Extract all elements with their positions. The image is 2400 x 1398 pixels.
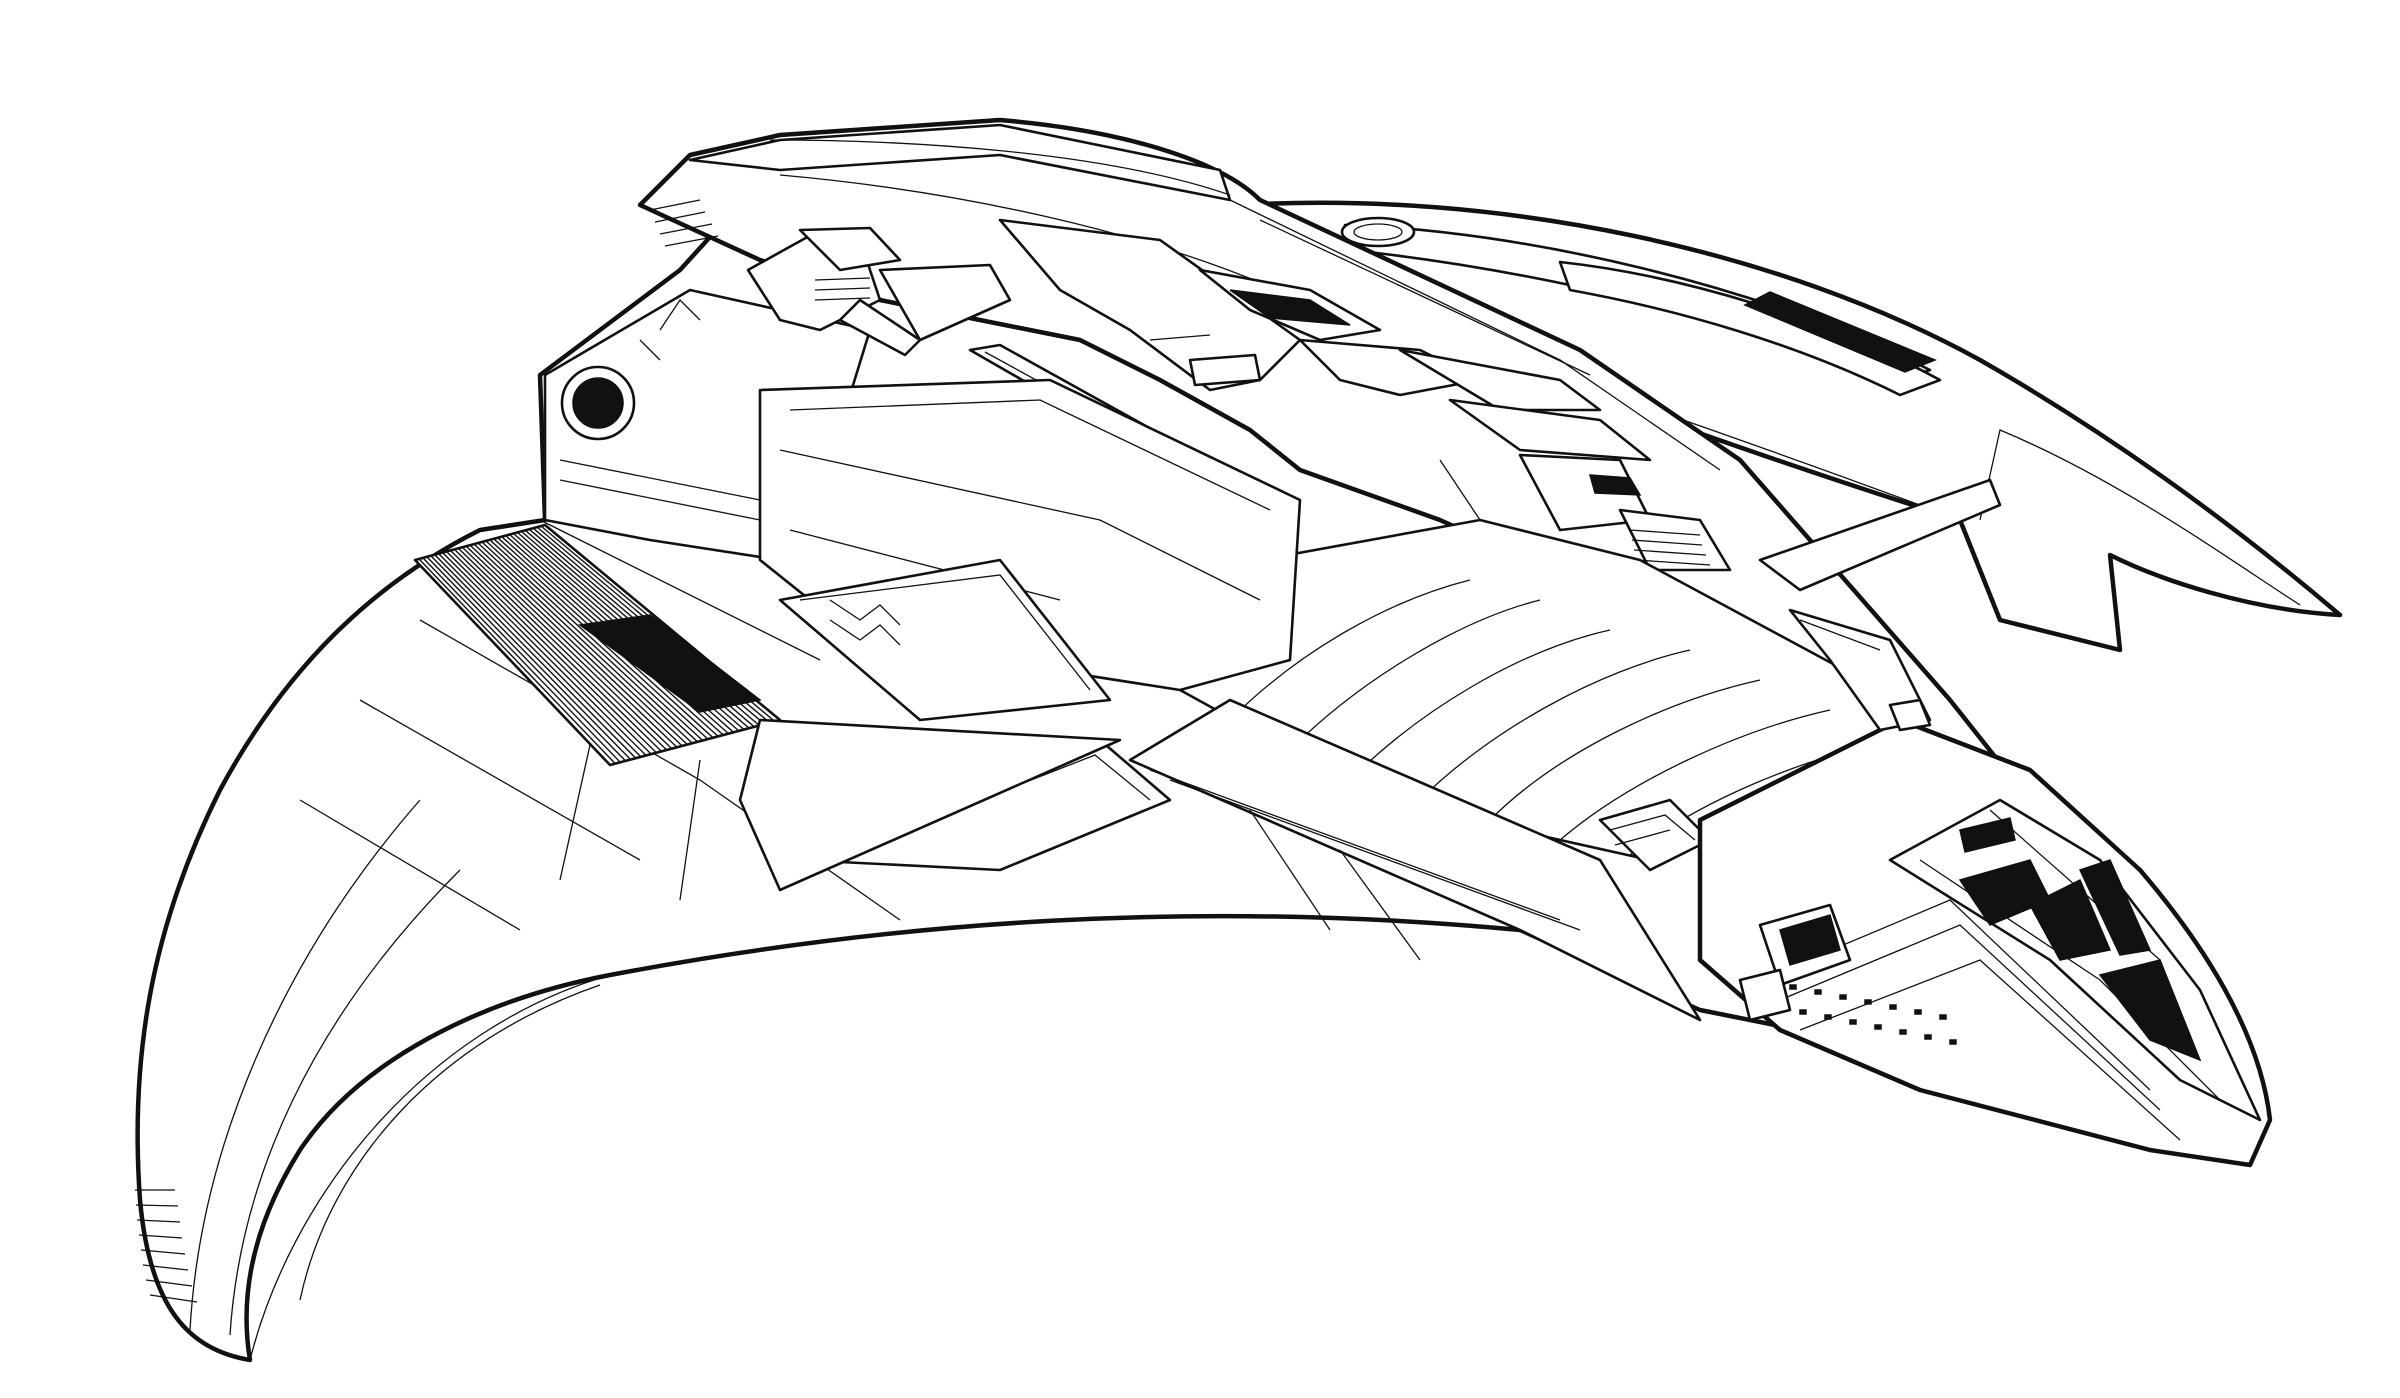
grille-hatch-line	[457, 547, 668, 751]
canopy-window-4	[2078, 859, 2152, 956]
grille-hatch-line	[434, 554, 637, 759]
dorsal-port-ring	[1340, 216, 1416, 248]
canopy-window-3	[2028, 878, 2112, 961]
grille-hatch-line	[453, 548, 662, 752]
sensor-port-icon	[572, 377, 624, 429]
grille-hatch-line	[481, 541, 699, 743]
grille-hatch-line	[442, 552, 647, 756]
forward-nose-section	[1697, 717, 2273, 1168]
cockpit-canopy	[1888, 798, 2262, 1122]
wing-flap	[738, 718, 1172, 892]
grille-hatch-line	[485, 540, 704, 742]
grille-hatch-line	[461, 546, 673, 750]
spine-raised-block-aft	[1298, 338, 1732, 572]
canopy-window-5	[2098, 959, 2202, 1062]
grille-hatch-line	[430, 555, 632, 760]
grille-hatch-line	[469, 544, 683, 747]
grille-hatch-line	[414, 559, 611, 766]
canopy-window-1	[1959, 817, 2016, 853]
spine-raised-block-middle	[998, 218, 1382, 392]
upper-right-fin-spike	[1758, 478, 2002, 732]
dorsal-rear-fin	[1237, 200, 2343, 653]
grille-hatch-line	[477, 542, 693, 744]
grille-hatch-line	[450, 550, 657, 754]
grille-hatch-line	[438, 553, 642, 758]
grille-hatch-line	[446, 551, 652, 755]
grille-hatch-line	[473, 543, 688, 746]
nose-portholes	[1789, 984, 1957, 1045]
wing-vent-grille	[413, 523, 782, 767]
grille-hatch-line	[465, 545, 678, 748]
dorsal-center-plate	[758, 378, 1302, 722]
grille-hatch-line	[418, 558, 616, 765]
grille-hatch-line	[422, 557, 621, 763]
wing-tip-stripes	[135, 1189, 198, 1303]
spine-raised-block-forward	[746, 226, 1012, 357]
grille-hatch-line	[426, 556, 627, 762]
rear-fin-grille	[1743, 291, 1937, 373]
